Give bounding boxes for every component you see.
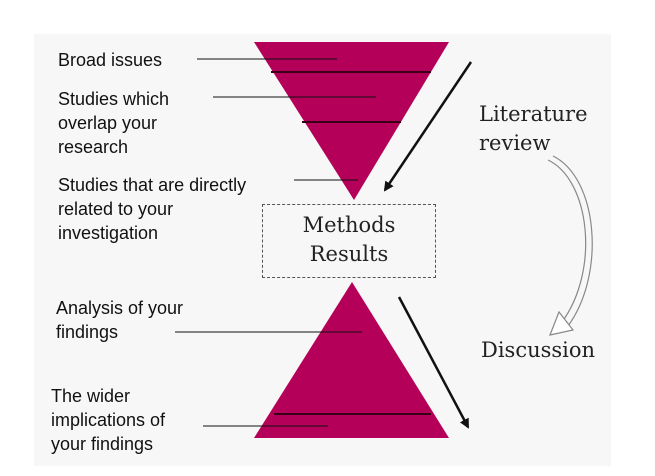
- label-discussion: Discussion: [481, 338, 596, 362]
- label-broad-issues: Broad issues: [58, 50, 163, 70]
- discussion-funnel: [254, 282, 449, 438]
- curved-arrow: [547, 159, 587, 323]
- label-literature-review: Literature review: [479, 102, 588, 155]
- arrow-literature: [383, 61, 473, 192]
- results-label: Results: [309, 242, 389, 266]
- curved-arrowhead: [549, 310, 575, 336]
- label-analysis: Analysis of your findings: [56, 298, 184, 342]
- label-direct-studies: Studies that are directly related to you…: [58, 175, 247, 243]
- methods-label: Methods: [302, 213, 396, 237]
- methods-results-box: Methods Results: [262, 204, 436, 278]
- label-overlap-studies: Studies which overlap your research: [58, 89, 170, 157]
- arrow-discussion: [397, 296, 470, 429]
- label-wider-implications: The wider implications of your findings: [51, 386, 166, 454]
